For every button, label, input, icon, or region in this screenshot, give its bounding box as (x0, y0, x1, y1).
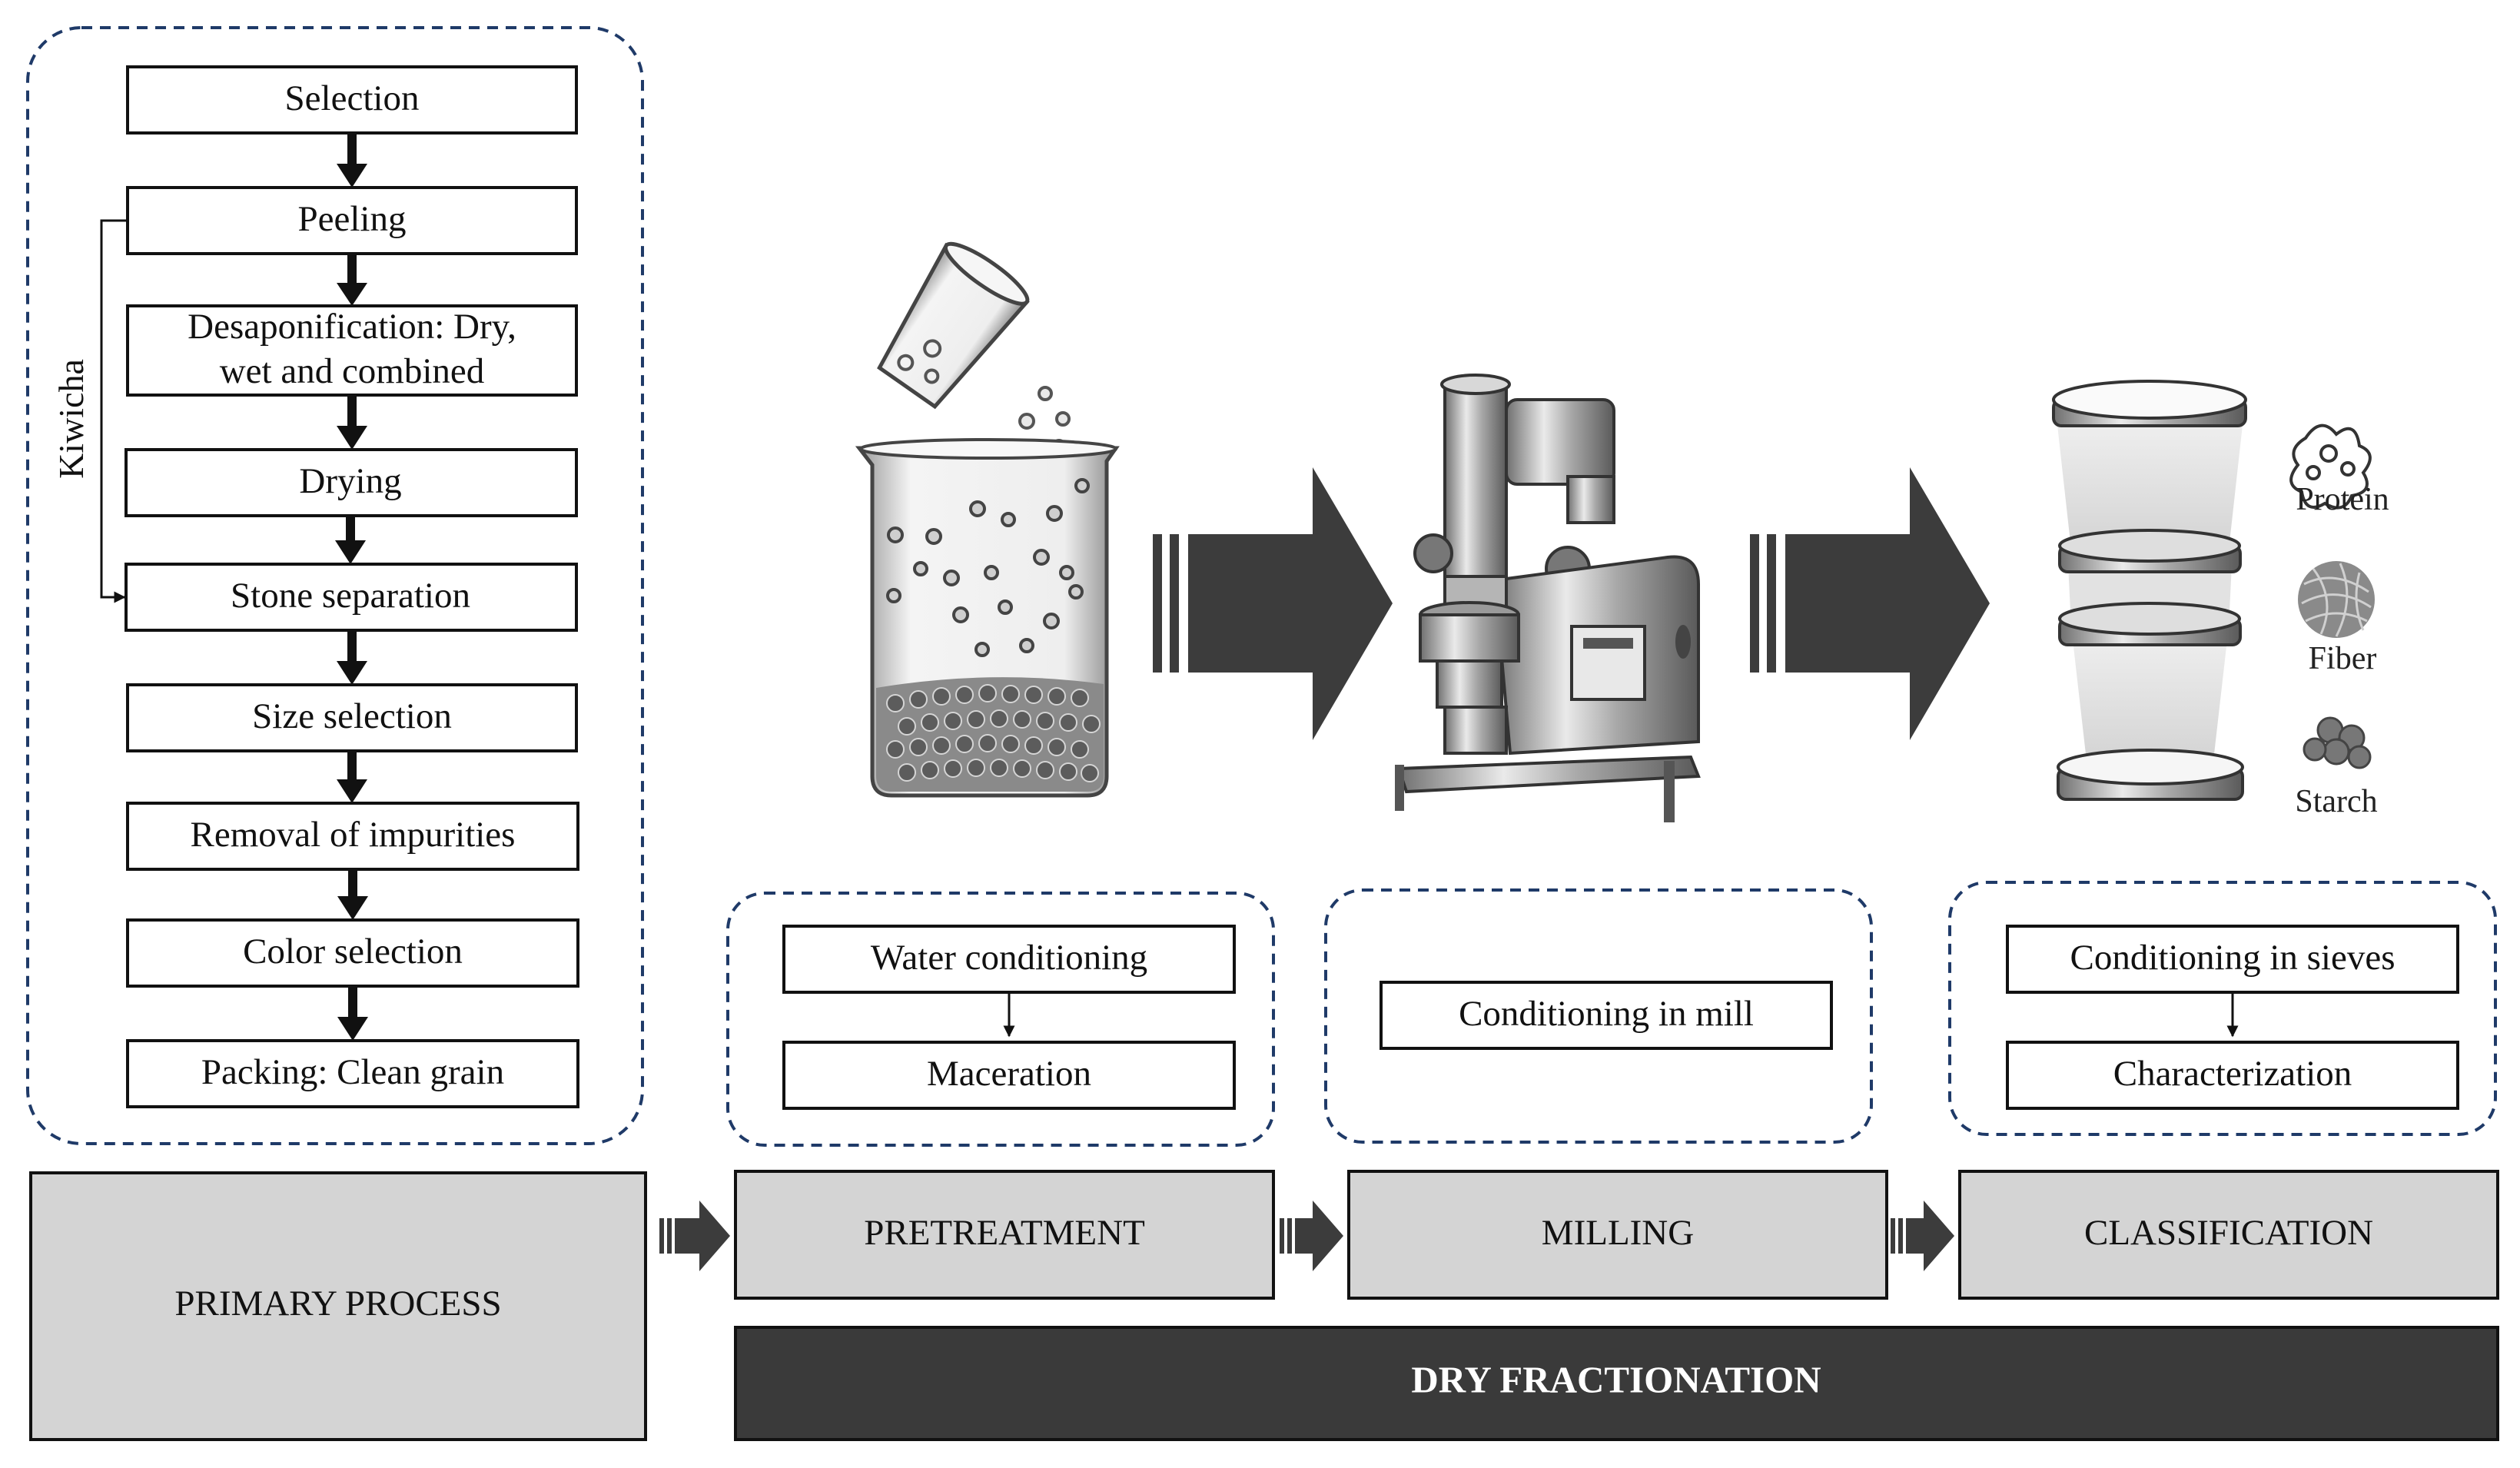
step-label-stone-separation: Stone separation (231, 576, 470, 616)
step-label-removal-impurities: Removal of impurities (191, 815, 516, 855)
pretreatment-panel: Water conditioning Maceration (726, 892, 1275, 1147)
stage-bars: PRIMARY PROCESS PRETREATMENT MILLING CLA… (29, 1170, 2499, 1441)
step-label-line: Desaponification: Dry, (188, 307, 516, 347)
sieve-ring-icon (2052, 380, 2247, 427)
milling-panel: Conditioning in mill (1324, 888, 1873, 1144)
stage-arrow-icon (659, 1201, 730, 1271)
conditioning-mill-label: Conditioning in mill (1459, 994, 1754, 1034)
mill-wheel-icon (1413, 533, 1453, 573)
big-arrow-icon (1750, 467, 1990, 740)
step-label-size-selection: Size selection (252, 696, 452, 736)
pretreatment-label: PRETREATMENT (864, 1213, 1145, 1253)
conditioning-mill-box (1380, 981, 1833, 1050)
down-arrow-icon (337, 133, 367, 188)
step-label-selection: Selection (285, 78, 420, 118)
step-label-peeling: Peeling (298, 199, 407, 239)
classification-stage (1958, 1170, 2499, 1300)
kiwicha-label: Kiwicha (51, 359, 91, 479)
classification-dashed-border (1948, 881, 2497, 1136)
characterization-label: Characterization (2113, 1054, 2352, 1094)
primary-process-label: PRIMARY PROCESS (174, 1284, 501, 1324)
sieve-ring-icon (2058, 529, 2242, 573)
step-box-selection (126, 65, 578, 135)
down-arrow-icon (337, 986, 368, 1041)
sieve-illustration: Protein Fiber Starch (2052, 380, 2389, 819)
conditioning-sieves-box (2006, 925, 2459, 994)
dry-fractionation-bar (734, 1326, 2499, 1441)
step-box-size-selection (126, 683, 578, 752)
sieve-ring-icon (2057, 749, 2244, 801)
milling-stage (1347, 1170, 1888, 1300)
step-label-color-selection: Color selection (243, 932, 463, 971)
pouring-vessel-icon (877, 241, 1030, 410)
mill-hopper-icon (1443, 383, 1508, 578)
fraction-label-starch: Starch (2295, 784, 2377, 819)
kiwicha-bypass-line (100, 219, 128, 603)
down-arrow-icon (337, 630, 367, 685)
fraction-label-protein: Protein (2296, 482, 2389, 517)
big-arrow-icon (1153, 467, 1393, 740)
protein-icon (2289, 423, 2372, 510)
fraction-label-fiber: Fiber (2309, 641, 2377, 676)
classification-label: CLASSIFICATION (2084, 1213, 2373, 1253)
dry-fractionation-label: DRY FRACTIONATION (1411, 1358, 1821, 1400)
water-conditioning-label: Water conditioning (871, 938, 1147, 978)
step-label-packing: Packing: Clean grain (201, 1052, 504, 1092)
mill-base-icon (1396, 755, 1701, 794)
step-box-drying (125, 448, 578, 517)
milling-dashed-border (1324, 888, 1873, 1144)
conditioning-sieves-label: Conditioning in sieves (2070, 938, 2395, 978)
pretreatment-dashed-border (726, 892, 1275, 1147)
primary-dashed-border (26, 26, 644, 1145)
down-arrow-icon (337, 751, 367, 803)
step-label-line: wet and combined (220, 351, 485, 391)
step-box-peeling (126, 186, 578, 255)
water-conditioning-box (782, 925, 1236, 994)
milling-label: MILLING (1542, 1213, 1694, 1253)
classification-panel: Conditioning in sieves Characterization (1948, 881, 2497, 1136)
maceration-label: Maceration (927, 1054, 1091, 1094)
stage-arrow-icon (1891, 1201, 1954, 1271)
mill-motor-icon (1505, 398, 1615, 486)
primary-flow-arrows (335, 133, 368, 1041)
step-box-stone-separation (125, 563, 578, 632)
mill-grinder-icon (1419, 613, 1520, 663)
starch-icon (2303, 716, 2372, 769)
primary-process-panel: Selection Peeling Desaponification: Dry,… (26, 26, 644, 1145)
down-arrow-icon (335, 516, 366, 564)
mill-illustration (1395, 374, 1701, 822)
characterization-box (2006, 1041, 2459, 1110)
primary-process-stage (29, 1171, 647, 1441)
step-label-desaponification: Desaponification: Dry,wet and combined (188, 307, 516, 391)
stage-arrow-icon (1280, 1201, 1343, 1271)
step-box-removal-impurities (126, 802, 579, 871)
down-arrow-icon (337, 254, 367, 306)
maceration-box (782, 1041, 1236, 1110)
floating-grains-icon (886, 478, 1090, 657)
step-label-drying: Drying (299, 461, 401, 501)
down-arrow-icon (337, 395, 367, 450)
down-arrow-icon (337, 869, 368, 920)
pretreatment-stage (734, 1170, 1275, 1300)
sieve-ring-icon (2058, 602, 2242, 646)
fiber-icon (2298, 561, 2375, 638)
mill-panel-icon (1570, 625, 1646, 701)
beaker-illustration (855, 241, 1120, 798)
